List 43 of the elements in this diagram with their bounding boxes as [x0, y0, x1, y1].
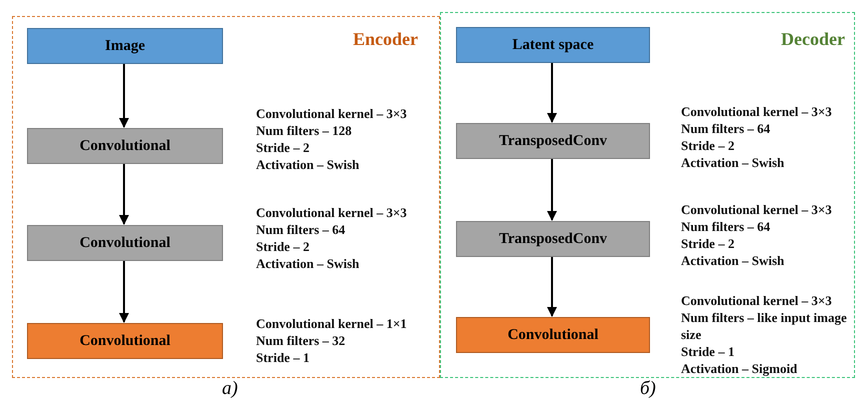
layer-parameter: Stride – 1: [681, 343, 736, 360]
layer-box: Convolutional: [27, 128, 223, 164]
layer-parameter: Convolutional kernel – 1×1: [256, 315, 408, 332]
layer-parameter: Convolutional kernel – 3×3: [681, 201, 833, 218]
dashed-group-frame: [440, 12, 855, 378]
group-heading: Encoder: [353, 29, 418, 50]
layer-parameter: Stride – 1: [256, 349, 310, 366]
arrow: [119, 260, 129, 323]
layer-parameter: Stride – 2: [256, 139, 310, 156]
group-heading: Decoder: [781, 29, 845, 50]
layer-parameter: Stride – 2: [256, 238, 310, 255]
layer-parameter: Activation – Swish: [256, 156, 360, 173]
layer-parameter: Stride – 2: [681, 137, 736, 154]
layer-parameter: Num filters – 64: [681, 120, 772, 137]
layer-box: Latent space: [456, 27, 650, 63]
arrow: [547, 158, 557, 221]
arrow: [119, 163, 129, 225]
dashed-group-frame: [12, 16, 440, 378]
layer-box: Convolutional: [456, 317, 650, 353]
layer-parameter: Num filters – 32: [256, 332, 346, 349]
layer-parameter: Convolutional kernel – 3×3: [681, 103, 833, 120]
layer-parameter: Activation – Sigmoid: [681, 360, 798, 377]
layer-parameter: Num filters – 64: [256, 221, 346, 238]
panel-label: а): [222, 378, 238, 400]
layer-parameter: Stride – 2: [681, 235, 736, 252]
layer-box: TransposedConv: [456, 221, 650, 257]
layer-parameter: Num filters – 128: [256, 122, 353, 139]
panel-label: б): [640, 378, 656, 400]
arrow: [547, 62, 557, 123]
layer-parameter: Activation – Swish: [256, 255, 360, 272]
layer-parameter: Activation – Swish: [681, 252, 786, 269]
layer-box: Image: [27, 28, 223, 64]
layer-parameter: Activation – Swish: [681, 154, 786, 171]
arrow: [119, 63, 129, 128]
layer-parameter: Convolutional kernel – 3×3: [256, 204, 408, 221]
arrow: [547, 256, 557, 317]
layer-parameter: Convolutional kernel – 3×3: [256, 105, 408, 122]
layer-parameter: Convolutional kernel – 3×3: [681, 292, 833, 309]
layer-box: Convolutional: [27, 225, 223, 261]
layer-box: TransposedConv: [456, 123, 650, 159]
layer-parameter: Num filters – 64: [681, 218, 772, 235]
layer-parameter: Num filters – like input image size: [681, 309, 848, 343]
layer-box: Convolutional: [27, 323, 223, 359]
